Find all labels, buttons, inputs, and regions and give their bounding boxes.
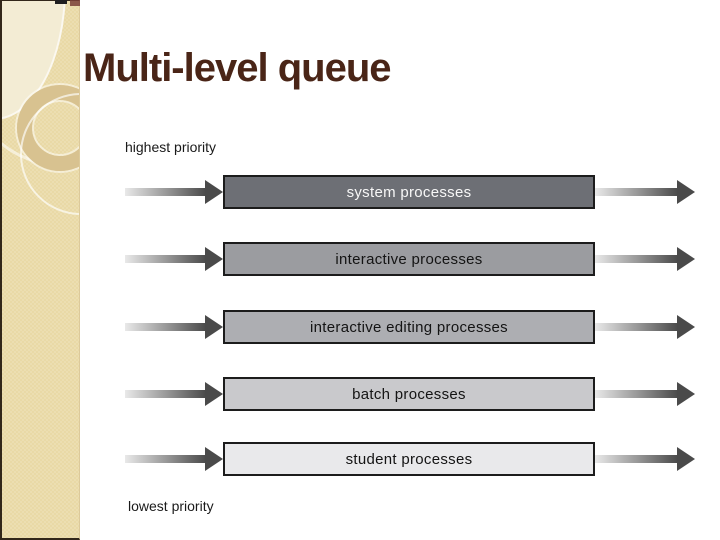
arrow-head-icon: [205, 180, 223, 204]
outgoing-arrow-icon: [595, 442, 695, 476]
arrow-shaft: [595, 255, 677, 263]
queue-bar: system processes: [223, 175, 595, 209]
queue-row: student processes: [125, 442, 695, 476]
arrow-head-icon: [205, 315, 223, 339]
queue-label: interactive editing processes: [310, 318, 508, 336]
incoming-arrow-icon: [125, 442, 223, 476]
sidebar-decoration: [0, 0, 80, 540]
arrow-shaft: [125, 455, 205, 463]
decor-notch-tan: [70, 0, 80, 6]
queue-label: student processes: [345, 450, 473, 468]
arrow-head-icon: [205, 447, 223, 471]
outgoing-arrow-icon: [595, 377, 695, 411]
highest-priority-label: highest priority: [125, 139, 217, 155]
arrow-shaft: [125, 390, 205, 398]
queue-row: interactive editing processes: [125, 310, 695, 344]
lowest-priority-label: lowest priority: [128, 498, 214, 514]
slide-title: Multi-level queue: [83, 46, 391, 90]
arrow-shaft: [125, 188, 205, 196]
arrow-head-icon: [677, 447, 695, 471]
incoming-arrow-icon: [125, 242, 223, 276]
arrow-head-icon: [205, 247, 223, 271]
queue-bar: batch processes: [223, 377, 595, 411]
queue-row: system processes: [125, 175, 695, 209]
queue-row: batch processes: [125, 377, 695, 411]
arrow-shaft: [125, 323, 205, 331]
queue-label: batch processes: [352, 385, 466, 403]
arrow-shaft: [125, 255, 205, 263]
arrow-head-icon: [677, 382, 695, 406]
outgoing-arrow-icon: [595, 310, 695, 344]
queue-bar: interactive processes: [223, 242, 595, 276]
arrow-shaft: [595, 188, 677, 196]
arrow-head-icon: [677, 247, 695, 271]
outgoing-arrow-icon: [595, 242, 695, 276]
arrow-shaft: [595, 390, 677, 398]
queue-label: system processes: [346, 183, 472, 201]
queue-bar: student processes: [223, 442, 595, 476]
queue-bar: interactive editing processes: [223, 310, 595, 344]
arrow-head-icon: [677, 180, 695, 204]
incoming-arrow-icon: [125, 175, 223, 209]
incoming-arrow-icon: [125, 310, 223, 344]
arrow-head-icon: [677, 315, 695, 339]
incoming-arrow-icon: [125, 377, 223, 411]
arrow-head-icon: [205, 382, 223, 406]
queue-label: interactive processes: [335, 250, 483, 268]
outgoing-arrow-icon: [595, 175, 695, 209]
queue-row: interactive processes: [125, 242, 695, 276]
arrow-shaft: [595, 455, 677, 463]
arrow-shaft: [595, 323, 677, 331]
decor-notch-dark: [55, 0, 67, 4]
